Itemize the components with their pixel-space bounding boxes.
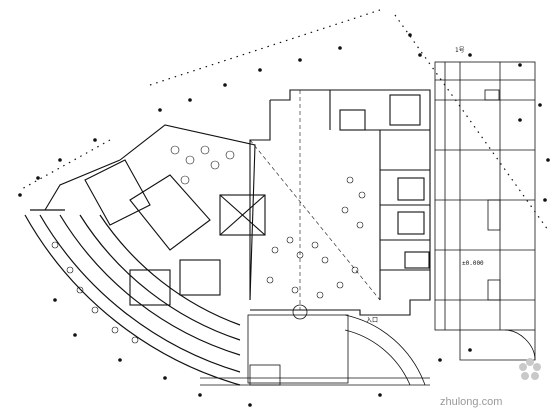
right-annex bbox=[434, 61, 536, 361]
entrance-label: 入口 bbox=[366, 317, 378, 324]
site-boundary bbox=[19, 9, 549, 231]
axis-lines bbox=[249, 90, 381, 310]
upper-note-label: 1号 bbox=[455, 47, 465, 54]
column-grid bbox=[18, 33, 550, 407]
elevation-label: ±0.000 bbox=[462, 260, 484, 267]
watermark-text: zhulong.com bbox=[440, 396, 502, 408]
curved-wing bbox=[24, 209, 241, 386]
left-pavilion bbox=[44, 124, 266, 306]
entrance-area bbox=[200, 304, 430, 386]
watermark-flower-icon bbox=[519, 358, 541, 380]
furniture-clusters bbox=[51, 145, 366, 344]
watermark-logo: zhulong.com bbox=[440, 358, 541, 408]
main-building bbox=[249, 89, 431, 316]
